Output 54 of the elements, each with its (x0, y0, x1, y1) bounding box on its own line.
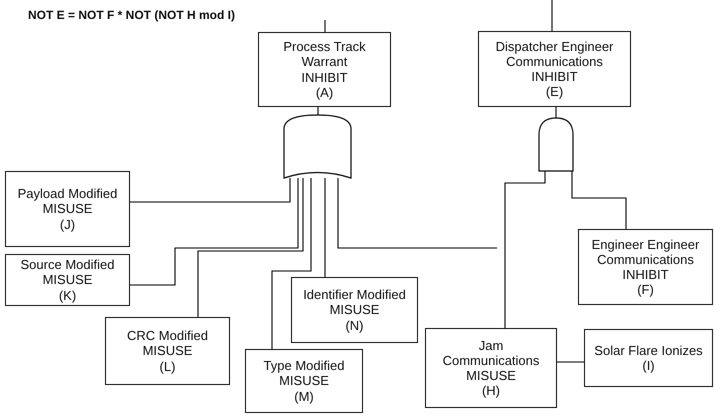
event-box (478, 31, 631, 107)
formula-text: NOT E = NOT F * NOT (NOT H mod I) (28, 8, 235, 22)
event-text: Type Modified (264, 358, 344, 374)
connector-line (324, 178, 326, 277)
connector-line (337, 178, 497, 249)
event-text: Process Track Warrant (282, 39, 367, 70)
event-text: INHIBIT (622, 267, 669, 282)
event-text: (L) (160, 358, 176, 374)
connector-line (551, 0, 553, 31)
event-box (291, 277, 418, 343)
event-text: (E) (546, 84, 564, 100)
event-text: (N) (345, 318, 364, 333)
event-text: (J) (60, 216, 76, 232)
connector-line (571, 171, 627, 229)
event-text: MISUSE (42, 201, 92, 217)
event-text: INHIBIT (301, 70, 348, 85)
event-text: Dispatcher Engineer Communications (494, 38, 614, 69)
or-gate (284, 115, 351, 178)
event-text: INHIBIT (531, 69, 578, 84)
event-text: (F) (637, 282, 654, 298)
connector-line (271, 178, 312, 349)
connector-line (324, 20, 326, 32)
event-text: MISUSE (42, 272, 92, 288)
connector-line (504, 171, 546, 328)
connector-line (130, 178, 291, 203)
event-text: (K) (58, 288, 76, 303)
event-text: MISUSE (466, 368, 516, 384)
event-text: MISUSE (330, 302, 380, 318)
event-box (5, 171, 130, 247)
event-text: (M) (294, 388, 314, 404)
event-text: (A) (316, 84, 334, 100)
event-text: MISUSE (142, 343, 192, 359)
event-text: Identifier Modified (303, 287, 406, 302)
event-box (584, 329, 713, 387)
connector-line (555, 107, 557, 118)
event-text: Solar Flare Ionizes (594, 342, 703, 358)
event-box (425, 328, 557, 408)
event-box (245, 349, 363, 413)
event-box (5, 254, 130, 306)
event-box (105, 317, 230, 385)
event-text: Jam Communications (442, 338, 540, 368)
connector-line (130, 178, 299, 286)
event-text: Payload Modified (18, 186, 118, 202)
event-text: (I) (642, 358, 655, 374)
connector-line (557, 361, 584, 363)
connector-line (197, 178, 304, 317)
event-text: Engineer Engineer Communications (590, 236, 700, 267)
event-text: (H) (482, 383, 500, 398)
event-box (258, 32, 391, 107)
and-gate (539, 118, 573, 171)
event-text: CRC Modified (127, 328, 208, 344)
event-text: MISUSE (279, 373, 329, 389)
event-box (578, 229, 713, 305)
event-text: Source Modified (20, 257, 114, 272)
